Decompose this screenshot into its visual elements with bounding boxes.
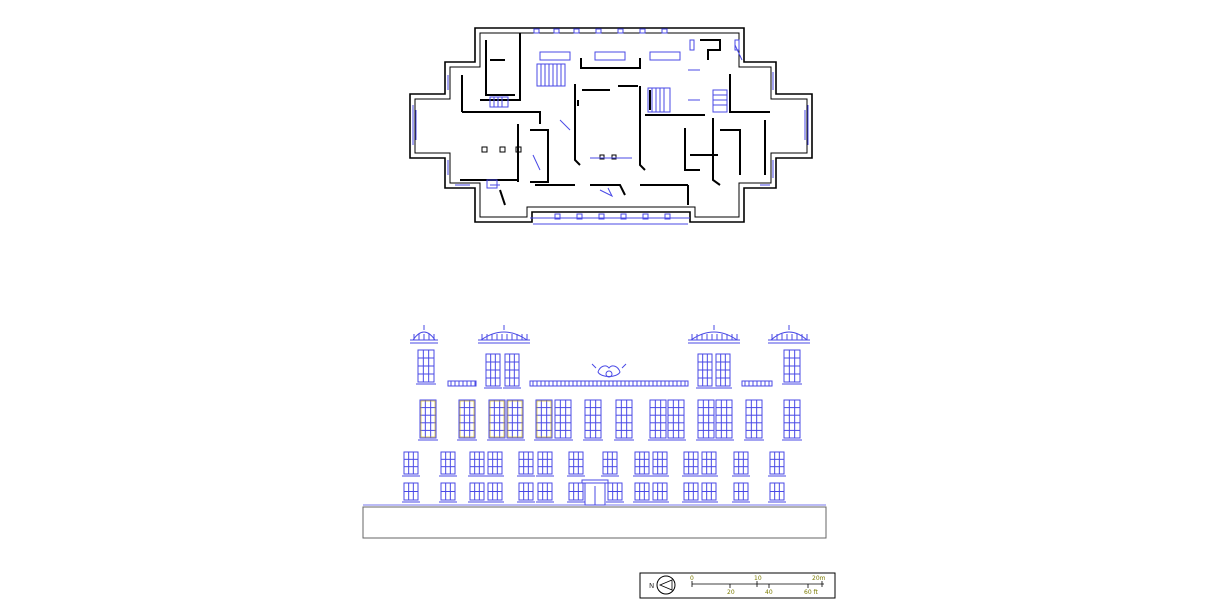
- elevation-window: [553, 399, 573, 441]
- elevation-window: [439, 451, 457, 477]
- stair-right: [712, 89, 728, 113]
- portico-column: [576, 213, 583, 220]
- elevation-window: [583, 399, 603, 441]
- plan-window: [595, 28, 602, 34]
- main-entrance: [581, 479, 609, 506]
- cresting-unit: [410, 325, 438, 344]
- portico-column: [598, 213, 605, 220]
- elevation-window: [487, 399, 507, 441]
- elevation-window: [714, 399, 734, 441]
- scale-metric-tick-1: 10: [754, 575, 762, 582]
- elevation-window: [633, 451, 651, 477]
- north-arrow: N: [649, 575, 676, 595]
- elevation-window: [517, 482, 535, 503]
- scale-imperial-tick-0: 20: [727, 589, 735, 596]
- elevation-window: [402, 451, 420, 477]
- elevation-window: [651, 482, 669, 503]
- elevation-window: [567, 451, 585, 477]
- elevation-window: [768, 482, 786, 503]
- scale-bar: 0 10 20m 20 40 60 ft: [690, 575, 826, 596]
- elevation-window: [457, 399, 477, 441]
- elevation-window: [536, 451, 554, 477]
- elevation-window: [536, 482, 554, 503]
- scale-metric-tick-2: 20m: [812, 575, 826, 582]
- portico-column: [554, 213, 561, 220]
- elevation-window: [606, 482, 624, 503]
- cresting-unit: [768, 325, 810, 344]
- plan-window: [661, 28, 668, 34]
- elevation-window: [468, 482, 486, 503]
- elevation-window: [782, 399, 802, 441]
- elevation-window: [732, 482, 750, 503]
- elevation-window: [768, 451, 786, 477]
- plan-details: [412, 28, 809, 225]
- elevation-window: [648, 399, 668, 441]
- elevation-window: [416, 349, 436, 385]
- elevation-window: [744, 399, 764, 441]
- floor-plan-outline: [409, 27, 813, 223]
- roof-cresting: [410, 325, 810, 344]
- stair-middle: [647, 87, 671, 113]
- elevation-window: [486, 451, 504, 477]
- elevation-window: [601, 451, 619, 477]
- balustrades: [447, 380, 773, 387]
- portico-column: [642, 213, 649, 220]
- elevation-window: [534, 399, 554, 441]
- elevation-window: [682, 451, 700, 477]
- elevation-window: [503, 353, 521, 389]
- portico-column: [664, 213, 671, 220]
- portico-column: [620, 213, 627, 220]
- plan-window: [639, 28, 646, 34]
- elevation-window: [418, 399, 438, 441]
- elevation-window: [682, 482, 700, 503]
- elevation-window: [633, 482, 651, 503]
- north-label: N: [649, 582, 654, 590]
- elevation-window: [402, 482, 420, 503]
- plan-window: [553, 28, 560, 34]
- elevation-window: [782, 349, 802, 385]
- floor-plan-inner-outline: [414, 32, 808, 218]
- elevation-window: [666, 399, 686, 441]
- plan-window: [573, 28, 580, 34]
- elevation-window: [486, 482, 504, 503]
- elevation-window: [714, 353, 732, 389]
- scale-imperial-tick-1: 40: [765, 589, 773, 596]
- elevation-window: [696, 399, 716, 441]
- plan-window: [617, 28, 624, 34]
- elevation-window: [505, 399, 525, 441]
- elevation-window: [700, 482, 718, 503]
- cresting-unit: [688, 325, 740, 344]
- elevation-window: [700, 451, 718, 477]
- elevation-window: [732, 451, 750, 477]
- elevation-window: [484, 353, 502, 389]
- stair-small: [489, 96, 509, 108]
- cresting-unit: [478, 325, 530, 344]
- elevation-window: [439, 482, 457, 503]
- stair-left: [536, 63, 566, 87]
- elevation-window: [696, 353, 714, 389]
- elevation-window: [517, 451, 535, 477]
- scale-imperial-tick-2: 60 ft: [804, 589, 819, 596]
- central-crest-ornament: [591, 363, 627, 378]
- elevation-base: [362, 506, 827, 539]
- elevation-window: [468, 451, 486, 477]
- elevation-window: [614, 399, 634, 441]
- plan-window: [533, 28, 540, 34]
- elevation-window: [651, 451, 669, 477]
- scale-metric-tick-0: 0: [690, 575, 694, 582]
- elevation-window: [567, 482, 585, 503]
- interior-walls: [460, 33, 770, 206]
- floor-plan: [409, 27, 813, 225]
- scale-bar-panel: N 0 10 20m 20 40 60 ft: [639, 572, 836, 599]
- column-posts: [481, 146, 617, 160]
- front-elevation: [362, 325, 827, 539]
- elevation-windows: [402, 349, 802, 503]
- plan-window: [689, 39, 695, 51]
